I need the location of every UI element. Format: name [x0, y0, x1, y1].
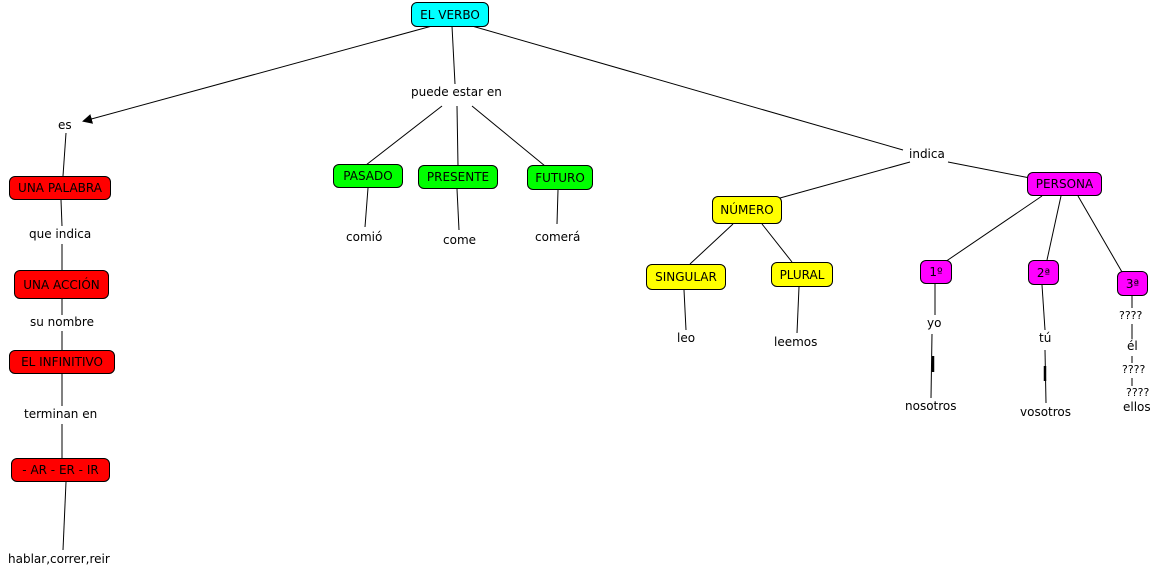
link-p2-tu — [1041, 284, 1046, 331]
label-ellos: ellos — [1122, 400, 1152, 414]
node-presente[interactable]: PRESENTE — [418, 165, 498, 189]
node-una-palabra[interactable]: UNA PALABRA — [9, 176, 111, 200]
link-presente-come — [456, 188, 460, 231]
label-tu: tú — [1038, 331, 1053, 345]
label-leo: leo — [676, 331, 697, 345]
label-come: come — [442, 233, 478, 247]
link-indica-numero — [779, 161, 911, 199]
label-terminan-en: terminan en — [23, 407, 99, 421]
link-yo-nosotros — [930, 333, 933, 399]
link-puede-futuro — [471, 105, 546, 167]
label-vosotros: vosotros — [1019, 405, 1073, 419]
node-primera-persona[interactable]: 1º — [920, 260, 952, 284]
node-persona[interactable]: PERSONA — [1027, 172, 1102, 196]
label-su-nombre: su nombre — [29, 315, 95, 329]
label-yo: yo — [926, 316, 943, 330]
link-root-puede — [451, 25, 456, 85]
node-tercera-persona[interactable]: 3ª — [1117, 271, 1148, 296]
label-nosotros: nosotros — [904, 399, 958, 413]
link-puede-pasado — [365, 105, 443, 166]
label-que-indica: que indica — [28, 227, 93, 241]
link-root-es — [82, 25, 433, 124]
node-plural[interactable]: PLURAL — [771, 262, 833, 287]
link-terminaciones-hablar — [62, 481, 67, 551]
link-futuro-comera — [556, 189, 559, 225]
link-root-indica — [471, 25, 904, 151]
link-persona-p1 — [941, 195, 1043, 265]
label-q1: ???? — [1118, 309, 1144, 322]
label-comera: comerá — [534, 230, 582, 244]
node-el-verbo[interactable]: EL VERBO — [411, 2, 489, 27]
link-palabra-queindica — [60, 199, 63, 227]
node-futuro[interactable]: FUTURO — [527, 165, 593, 190]
link-puede-presente — [456, 105, 459, 167]
link-numero-plural — [761, 223, 793, 263]
label-es: es — [57, 118, 73, 132]
link-indica-persona — [947, 161, 1031, 179]
label-indica: indica — [908, 147, 946, 161]
label-el: él — [1126, 339, 1139, 353]
link-pasado-comio — [364, 187, 369, 228]
label-q2: ???? — [1121, 363, 1147, 376]
link-numero-singular — [689, 223, 734, 265]
node-singular[interactable]: SINGULAR — [646, 264, 726, 290]
node-segunda-persona[interactable]: 2ª — [1028, 260, 1059, 285]
node-pasado[interactable]: PASADO — [333, 164, 403, 188]
label-leemos: leemos — [773, 335, 819, 349]
node-terminaciones[interactable]: - AR - ER - IR — [11, 458, 110, 482]
link-es-palabra — [62, 132, 67, 177]
node-numero[interactable]: NÚMERO — [712, 196, 782, 224]
label-hablar: hablar,correr,reir — [7, 552, 111, 566]
label-q3: ???? — [1125, 386, 1151, 399]
label-comio: comió — [345, 230, 384, 244]
node-una-accion[interactable]: UNA ACCIÓN — [14, 270, 109, 299]
link-singular-leo — [683, 289, 687, 331]
link-plural-leemos — [796, 286, 800, 334]
link-persona-p3 — [1077, 195, 1123, 273]
label-puede-estar-en: puede estar en — [410, 85, 503, 99]
link-persona-p2 — [1046, 195, 1062, 261]
node-el-infinitivo[interactable]: EL INFINITIVO — [9, 350, 115, 374]
